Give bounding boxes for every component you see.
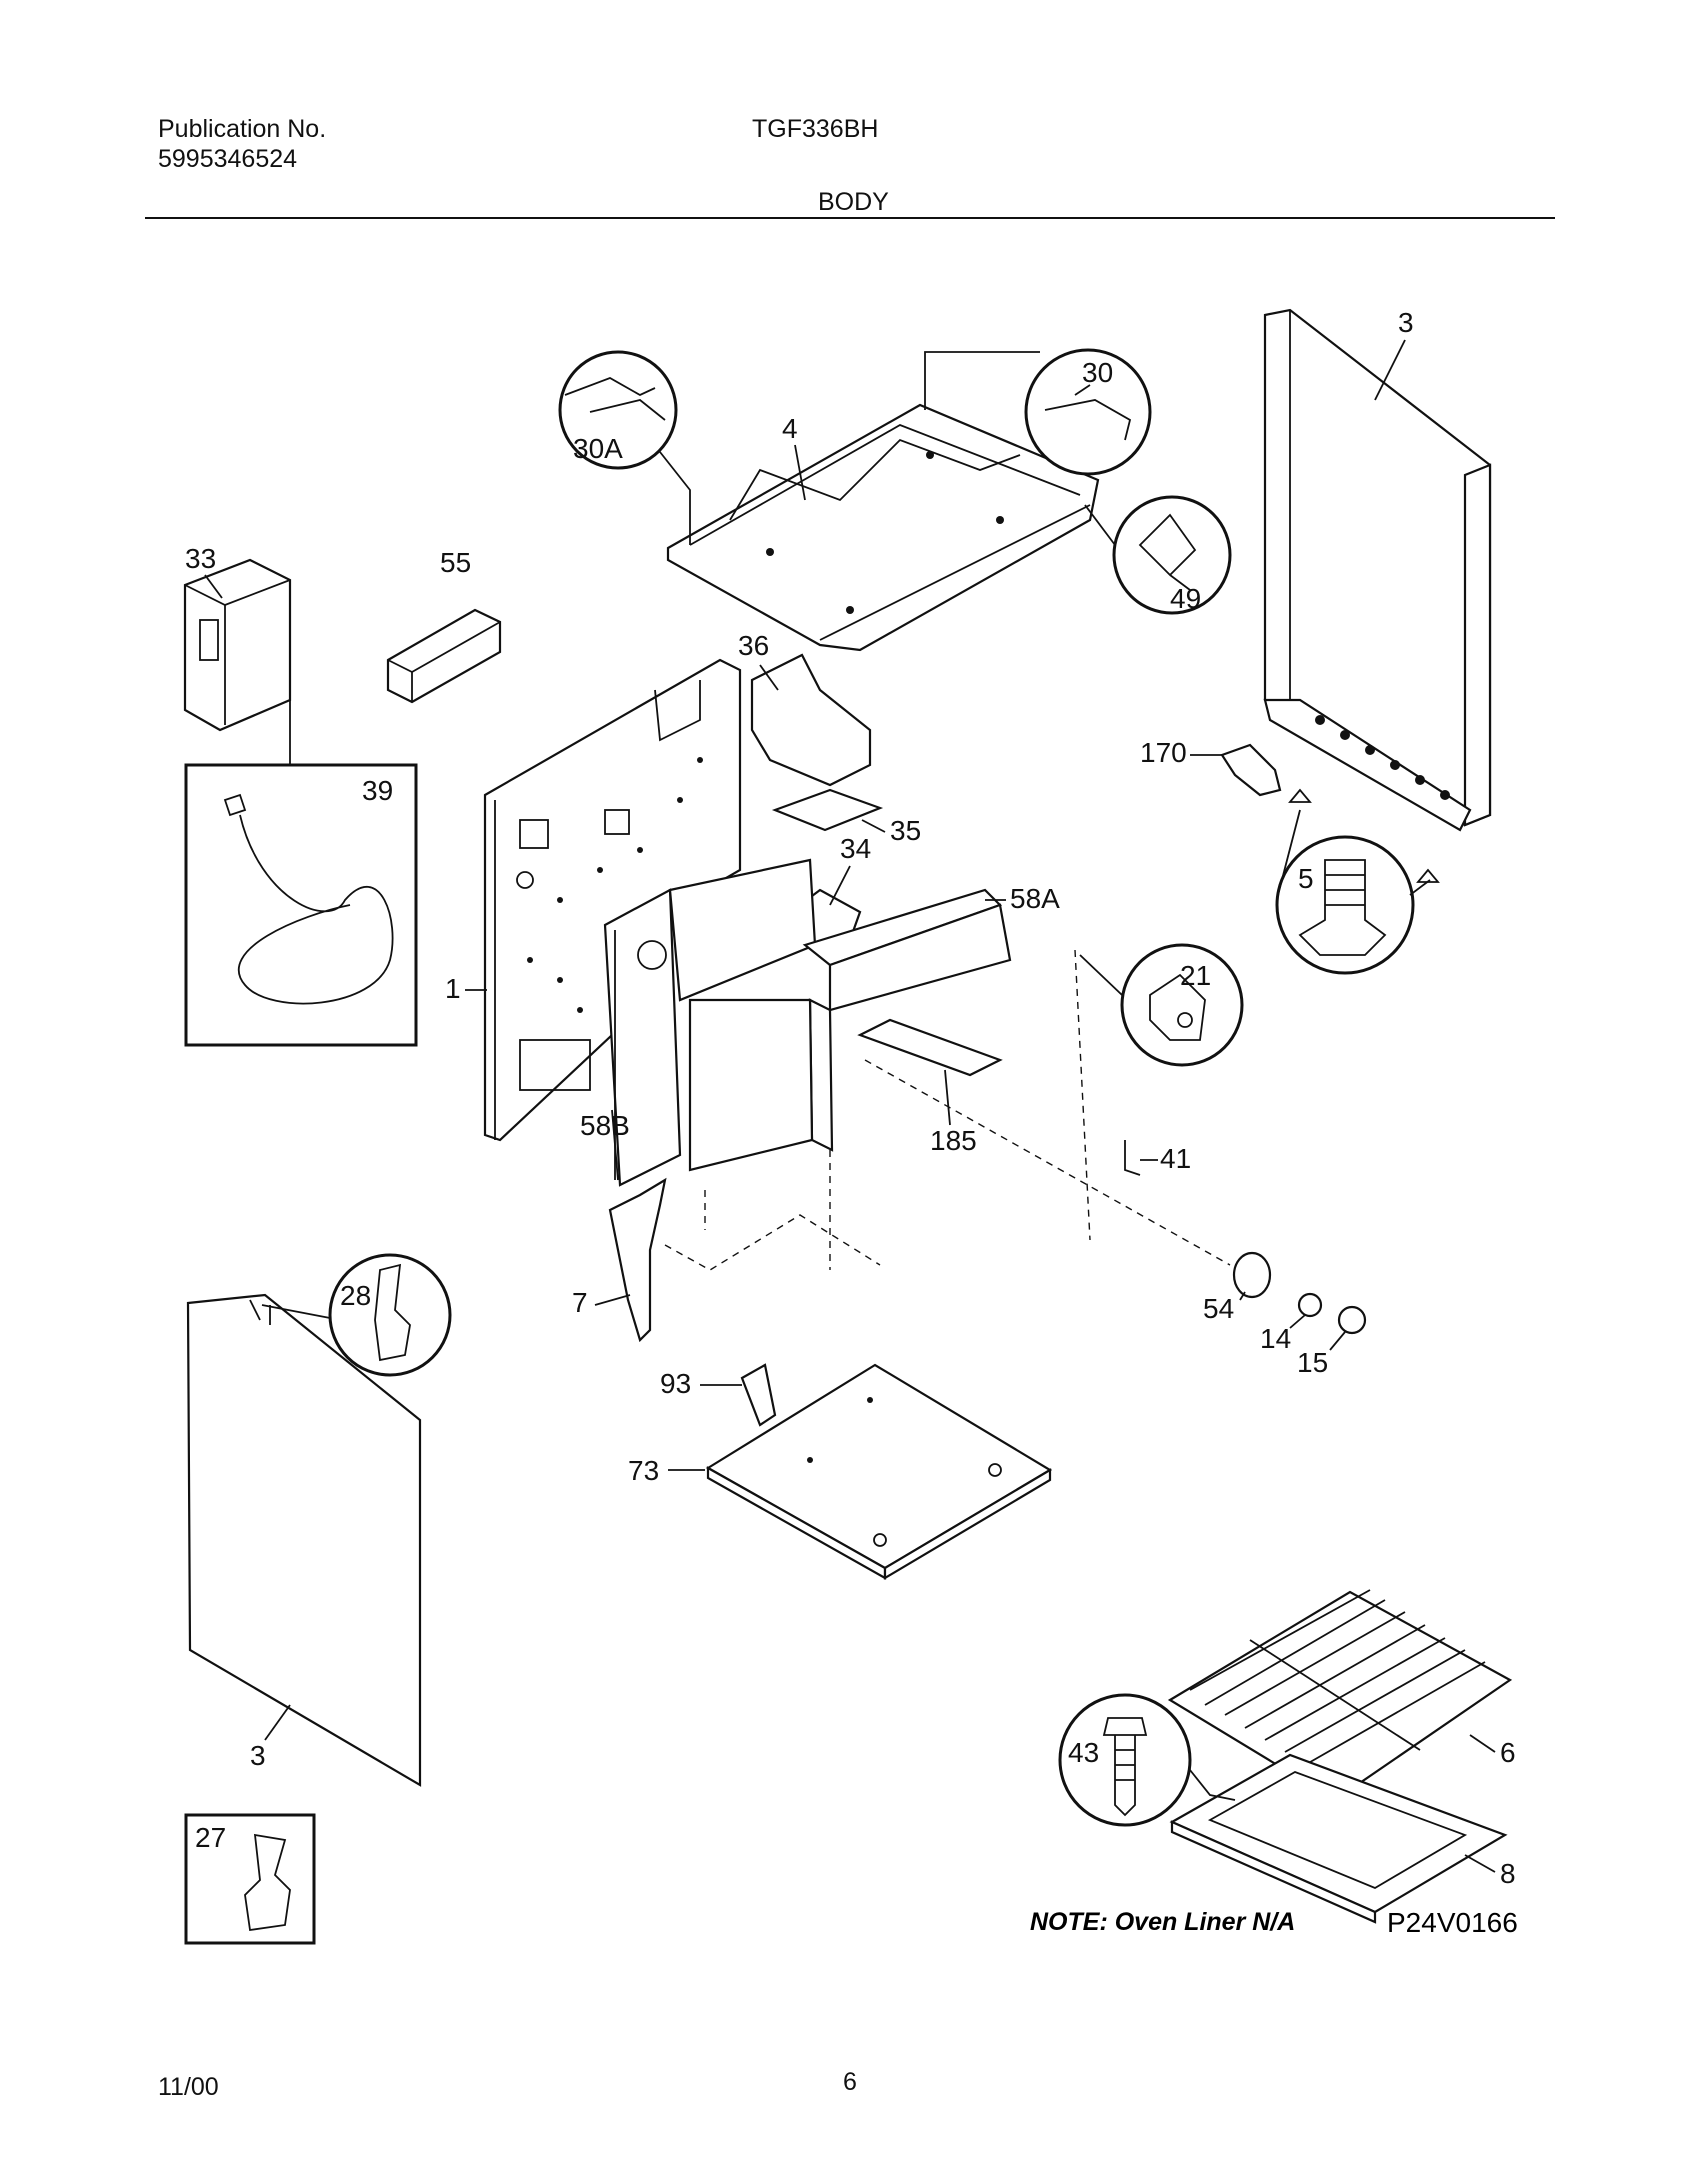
clip-icon xyxy=(564,377,666,421)
part-label-43: 43 xyxy=(1068,1737,1099,1768)
part-label-41: 41 xyxy=(1160,1143,1191,1174)
oven-liner-note: NOTE: Oven Liner N/A xyxy=(1030,1908,1295,1936)
part-label-73: 73 xyxy=(628,1455,659,1486)
part-label-5: 5 xyxy=(1298,863,1314,894)
strip-part-185 xyxy=(857,1018,1003,1077)
part-label-33: 33 xyxy=(185,543,216,574)
bracket-icon xyxy=(1138,513,1197,591)
part-label-14: 14 xyxy=(1260,1323,1291,1354)
side-panel-right-part xyxy=(1263,308,1492,832)
publication-label: Publication No. xyxy=(158,115,327,143)
clip-box-27 xyxy=(184,1813,316,1945)
part-label-3-bottom: 3 xyxy=(250,1740,266,1771)
page-number: 6 xyxy=(843,2068,857,2096)
clip-icon xyxy=(244,1833,291,1932)
clip-icon xyxy=(374,1263,411,1362)
part-label-36: 36 xyxy=(738,630,769,661)
part-label-6: 6 xyxy=(1500,1737,1516,1768)
oven-wrap-part xyxy=(603,858,1012,1187)
part-label-21: 21 xyxy=(1180,960,1211,991)
callout-circle-43 xyxy=(1058,1693,1192,1827)
part-label-7: 7 xyxy=(572,1287,588,1318)
bracket-box-part xyxy=(183,558,292,732)
oven-rack-part-6 xyxy=(1167,1589,1513,1802)
callout-circle-30 xyxy=(1024,348,1152,476)
side-panel-left-part xyxy=(186,1293,422,1787)
light-bulb-part-15 xyxy=(1337,1305,1367,1335)
part-label-58b: 58B xyxy=(580,1110,630,1141)
part-label-27: 27 xyxy=(195,1822,226,1853)
callout-circle-28 xyxy=(328,1253,452,1377)
plate-part-35 xyxy=(771,788,884,832)
part-label-54: 54 xyxy=(1203,1293,1234,1324)
part-label-93: 93 xyxy=(660,1368,691,1399)
part-label-4: 4 xyxy=(782,413,798,444)
part-label-55: 55 xyxy=(440,547,471,578)
part-label-35: 35 xyxy=(890,815,921,846)
lamp-socket-part-54 xyxy=(1232,1251,1272,1299)
oven-liner-part-8 xyxy=(1169,1753,1508,1924)
model-number: TGF336BH xyxy=(752,115,879,143)
part-label-8: 8 xyxy=(1500,1858,1516,1889)
clip-icon xyxy=(1149,973,1206,1041)
part-label-170: 170 xyxy=(1140,737,1187,768)
drawing-code: P24V0166 xyxy=(1387,1907,1518,1938)
bracket-part-93 xyxy=(740,1363,777,1427)
callout-circle-30a xyxy=(558,350,678,470)
part-label-30: 30 xyxy=(1082,357,1113,388)
assembly-line xyxy=(664,1214,881,1271)
back-panel-part xyxy=(483,658,742,1142)
top-panel-part xyxy=(666,403,1100,652)
callout-circle-49 xyxy=(1112,495,1232,615)
part-label-3-top: 3 xyxy=(1398,307,1414,338)
assembly-line xyxy=(864,1059,1231,1266)
clip-icon xyxy=(1044,384,1132,441)
revision-date: 11/00 xyxy=(158,2073,219,2101)
bracket-part-170 xyxy=(1220,743,1282,797)
duct-part-36 xyxy=(750,653,872,787)
publication-number: 5995346524 xyxy=(158,145,298,173)
callout-circle-21 xyxy=(1120,943,1244,1067)
oven-bottom-part-73 xyxy=(705,1363,1053,1580)
power-cord-icon xyxy=(223,793,394,1005)
part-label-185: 185 xyxy=(930,1125,977,1156)
part-label-28: 28 xyxy=(340,1280,371,1311)
part-label-34: 34 xyxy=(840,833,871,864)
lamp-receptacle-part-14 xyxy=(1297,1292,1323,1318)
part-label-39: 39 xyxy=(362,775,393,806)
channel-part-55 xyxy=(386,608,502,704)
part-label-49: 49 xyxy=(1170,583,1201,614)
part-label-15: 15 xyxy=(1297,1347,1328,1378)
header-rule xyxy=(145,217,1555,219)
screw-icon xyxy=(1102,1717,1148,1817)
clip-part-41 xyxy=(1124,1140,1141,1176)
section-title: BODY xyxy=(818,188,889,216)
part-label-1: 1 xyxy=(445,973,461,1004)
part-label-58a: 58A xyxy=(1010,883,1060,914)
part-label-30a: 30A xyxy=(573,433,623,464)
hinge-bracket-part-7 xyxy=(608,1177,667,1343)
leveling-leg-icon xyxy=(1298,859,1387,956)
assembly-line xyxy=(1074,949,1091,1241)
